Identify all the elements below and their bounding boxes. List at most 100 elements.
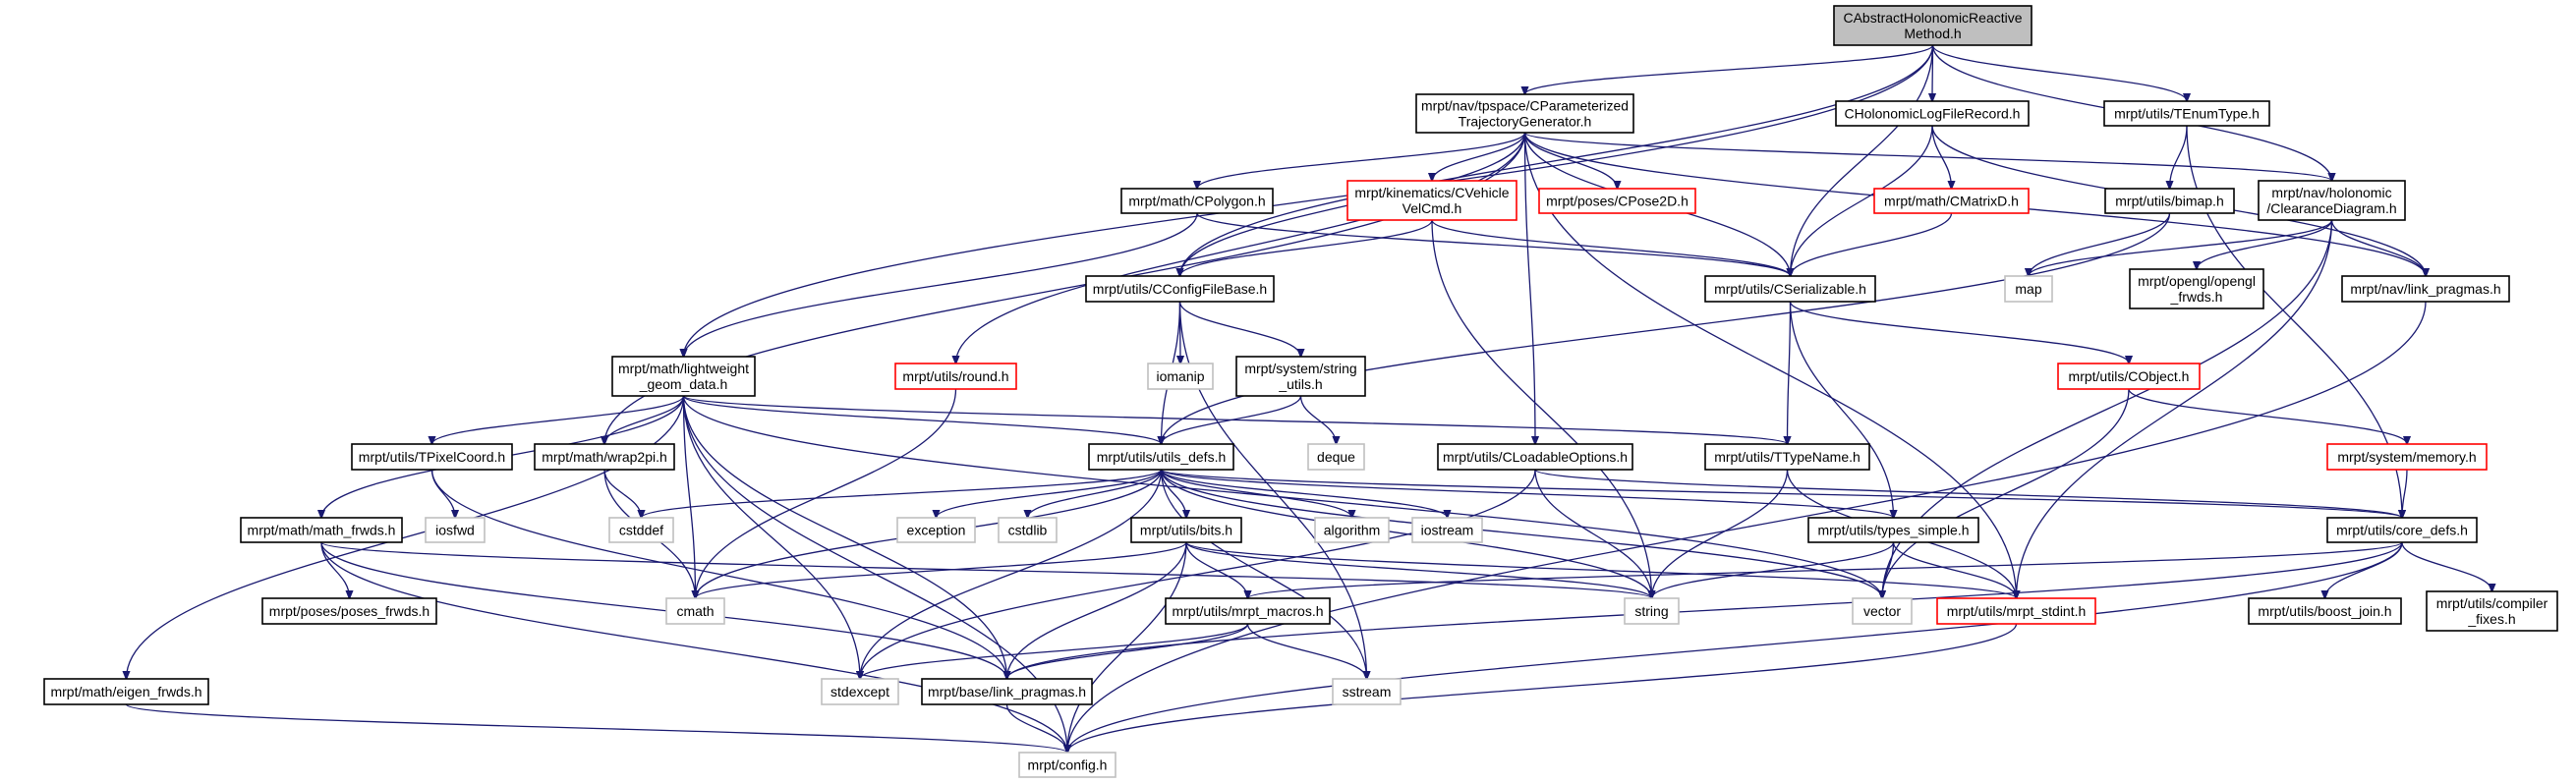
node-label: cstddef	[619, 523, 663, 538]
node-label: mrpt/math/lightweight	[618, 361, 749, 376]
node-memory[interactable]: mrpt/system/memory.h	[2326, 443, 2488, 471]
node-label: mrpt/math/CMatrixD.h	[1884, 194, 2019, 209]
node-label: Method.h	[1904, 26, 1961, 41]
node-label: mrpt/math/CPolygon.h	[1128, 194, 1265, 209]
node-label: mrpt/utils/bits.h	[1140, 523, 1232, 538]
node-label: mrpt/base/link_pragmas.h	[928, 684, 1086, 699]
node-map[interactable]: map	[2004, 275, 2053, 303]
node-box	[1835, 100, 2030, 127]
node-label: _utils.h	[1278, 376, 1322, 392]
node-posesfrwds[interactable]: mrpt/poses/poses_frwds.h	[261, 597, 437, 625]
node-label: mrpt/utils/utils_defs.h	[1097, 449, 1227, 465]
edge-cparam-to-wrap2pi	[604, 132, 1526, 444]
node-typessimple[interactable]: mrpt/utils/types_simple.h	[1807, 517, 1979, 543]
node-box	[1873, 188, 2030, 214]
edge-bits-to-baselink	[1007, 541, 1187, 679]
edge-bits-to-stdint	[1185, 541, 2017, 598]
node-wrap2pi[interactable]: mrpt/math/wrap2pi.h	[534, 443, 675, 471]
node-label: CHolonomicLogFileRecord.h	[1845, 106, 2021, 122]
node-label: mrpt/math/math_frwds.h	[248, 523, 396, 538]
node-algorithm[interactable]: algorithm	[1314, 517, 1390, 543]
node-clearance[interactable]: mrpt/nav/holonomic/ClearanceDiagram.h	[2258, 180, 2406, 221]
node-iomanip[interactable]: iomanip	[1147, 363, 1214, 390]
node-label: mrpt/utils/compiler	[2436, 595, 2548, 611]
node-label: VelCmd.h	[1402, 200, 1462, 216]
edge-lightweight-to-cmath	[682, 395, 696, 598]
node-cserial[interactable]: mrpt/utils/CSerializable.h	[1704, 275, 1876, 303]
node-cmatrixd[interactable]: mrpt/math/CMatrixD.h	[1873, 188, 2030, 214]
edge-stdint-to-config	[1067, 623, 2018, 753]
node-box	[43, 678, 209, 705]
edge-tpixel-to-iosfwd	[430, 469, 456, 518]
node-label: mrpt/nav/holonomic	[2271, 185, 2391, 200]
node-label: mrpt/kinematics/CVehicle	[1354, 185, 1509, 200]
node-cconfig[interactable]: mrpt/utils/CConfigFileBase.h	[1085, 275, 1275, 303]
edge-mathfrwds-to-baselink	[320, 541, 1007, 679]
node-lightweight[interactable]: mrpt/math/lightweight_geom_data.h	[611, 356, 756, 397]
node-iosfwd[interactable]: iosfwd	[425, 517, 486, 543]
node-cparam[interactable]: mrpt/nav/tpspace/CParameterizedTrajector…	[1415, 93, 1634, 134]
edge-cserial-to-cobject	[1789, 301, 2130, 364]
node-box	[1437, 443, 1633, 471]
node-box	[261, 597, 437, 625]
node-exception[interactable]: exception	[896, 517, 976, 543]
node-macros[interactable]: mrpt/utils/mrpt_macros.h	[1165, 597, 1331, 625]
node-iostream[interactable]: iostream	[1411, 517, 1483, 543]
node-label: mrpt/config.h	[1028, 757, 1108, 773]
edge-stringutils-to-deque	[1299, 395, 1337, 444]
node-cloadable[interactable]: mrpt/utils/CLoadableOptions.h	[1437, 443, 1633, 471]
node-round[interactable]: mrpt/utils/round.h	[894, 363, 1017, 390]
node-cstddef[interactable]: cstddef	[608, 517, 674, 543]
edge-cparam-to-cpose2d	[1523, 132, 1618, 189]
node-ttypename[interactable]: mrpt/utils/TTypeName.h	[1704, 443, 1870, 471]
node-box	[534, 443, 675, 471]
edge-root-to-tenum	[1931, 44, 2188, 101]
node-cstdlib[interactable]: cstdlib	[998, 517, 1058, 543]
node-stringutils[interactable]: mrpt/system/string_utils.h	[1235, 356, 1366, 397]
node-bimap[interactable]: mrpt/utils/bimap.h	[2104, 188, 2235, 214]
node-box	[2258, 180, 2406, 221]
node-box	[2248, 597, 2402, 625]
node-cpolygon[interactable]: mrpt/math/CPolygon.h	[1120, 188, 1274, 214]
node-sstream[interactable]: sstream	[1332, 678, 1402, 705]
node-box	[1624, 597, 1680, 625]
node-bits[interactable]: mrpt/utils/bits.h	[1130, 517, 1242, 543]
node-navlink[interactable]: mrpt/nav/link_pragmas.h	[2341, 275, 2510, 303]
edge-cvehicle-to-string	[1431, 219, 1652, 598]
node-coredefs[interactable]: mrpt/utils/core_defs.h	[2326, 517, 2478, 543]
node-deque[interactable]: deque	[1307, 443, 1365, 471]
node-baselink[interactable]: mrpt/base/link_pragmas.h	[921, 678, 1093, 705]
node-cobject[interactable]: mrpt/utils/CObject.h	[2057, 363, 2201, 390]
node-compiler[interactable]: mrpt/utils/compiler_fixes.h	[2426, 590, 2558, 632]
edge-cparam-to-cvehicle	[1432, 132, 1526, 181]
edge-cpolygon-to-lightweight	[684, 212, 1198, 357]
node-config[interactable]: mrpt/config.h	[1018, 752, 1116, 778]
node-openglfrwds[interactable]: mrpt/opengl/opengl_frwds.h	[2129, 268, 2264, 309]
node-cholog[interactable]: CHolonomicLogFileRecord.h	[1835, 100, 2030, 127]
node-label: string	[1634, 603, 1668, 619]
node-string[interactable]: string	[1624, 597, 1680, 625]
node-box	[1088, 443, 1234, 471]
edge-cloadable-to-stdexcept	[860, 469, 1536, 679]
node-tpixel[interactable]: mrpt/utils/TPixelCoord.h	[351, 443, 513, 471]
edge-navlink-to-config	[1067, 301, 2427, 753]
node-box	[240, 517, 403, 543]
node-tenum[interactable]: mrpt/utils/TEnumType.h	[2103, 100, 2270, 127]
node-cpose2d[interactable]: mrpt/poses/CPose2D.h	[1538, 188, 1696, 214]
node-mathfrwds[interactable]: mrpt/math/math_frwds.h	[240, 517, 403, 543]
edge-lightweight-to-utilsdefs	[682, 395, 1162, 444]
edge-typessimple-to-vector	[1882, 541, 1895, 598]
node-utilsdefs[interactable]: mrpt/utils/utils_defs.h	[1088, 443, 1234, 471]
node-label: deque	[1317, 449, 1355, 465]
node-cmath[interactable]: cmath	[665, 597, 725, 625]
node-label: mrpt/utils/round.h	[902, 368, 1008, 384]
node-boostjoin[interactable]: mrpt/utils/boost_join.h	[2248, 597, 2402, 625]
node-stdexcept[interactable]: stdexcept	[821, 678, 899, 705]
node-label: mrpt/utils/CSerializable.h	[1714, 281, 1866, 297]
edge-cparam-to-cpolygon	[1197, 132, 1526, 189]
node-stdint[interactable]: mrpt/utils/mrpt_stdint.h	[1936, 597, 2096, 625]
node-eigenfrwds[interactable]: mrpt/math/eigen_frwds.h	[43, 678, 209, 705]
node-vector[interactable]: vector	[1852, 597, 1913, 625]
